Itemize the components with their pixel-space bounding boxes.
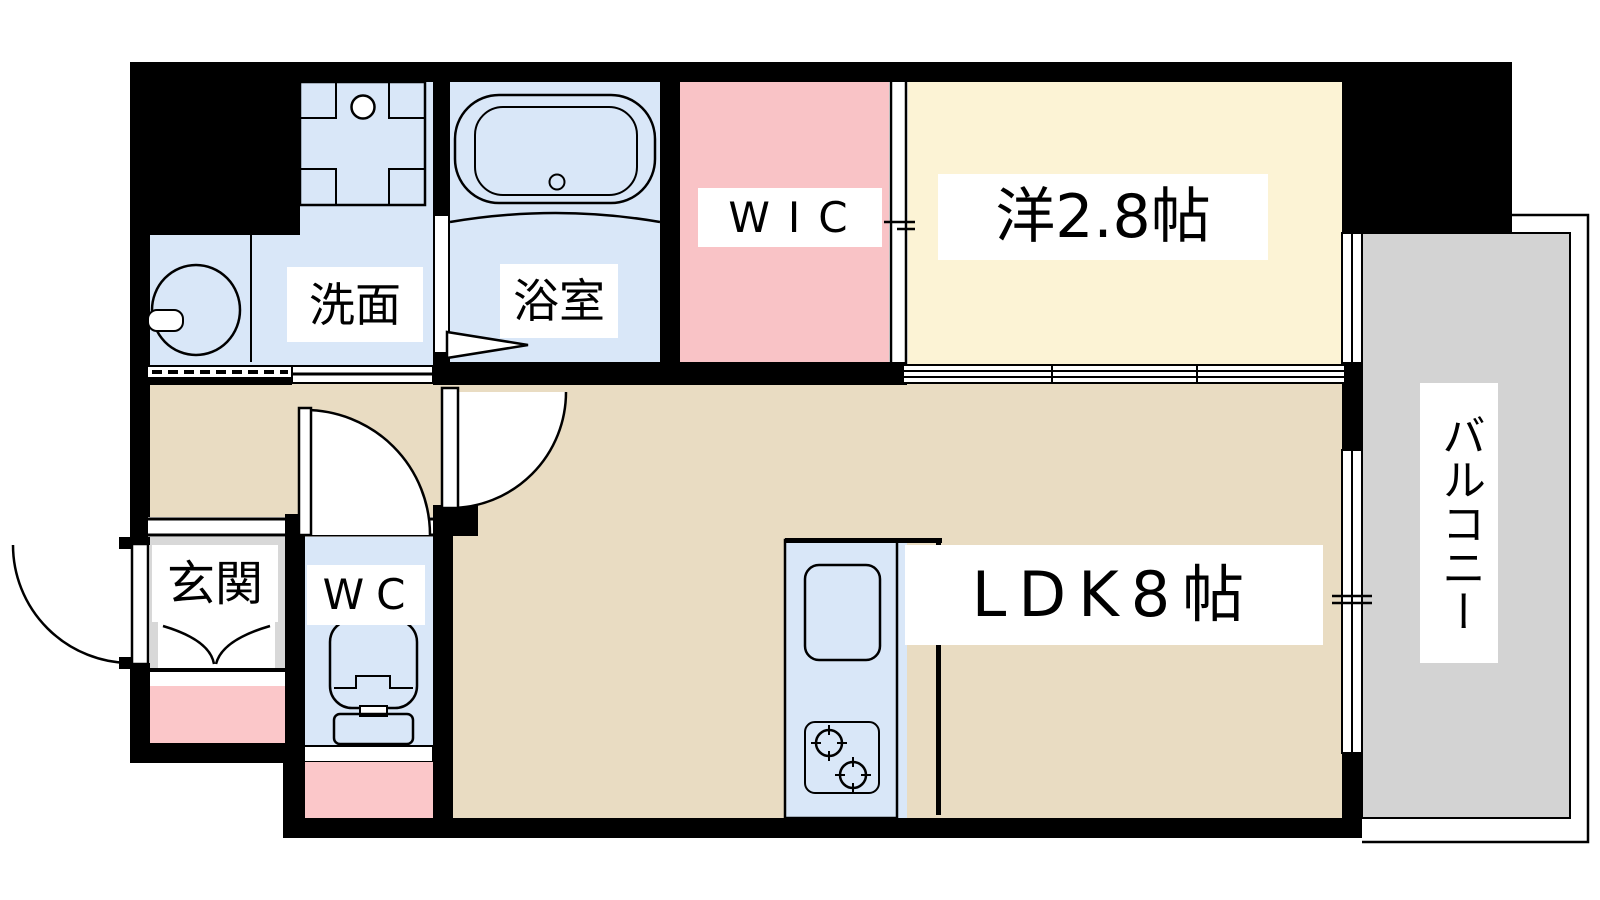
genkan-doorway [148,517,285,537]
bathroom-door-icon [445,330,529,360]
bathtub-apron-curve [449,211,661,224]
wall-bottom [283,818,1362,838]
fixtures [147,80,942,820]
bathtub-outer [453,93,657,205]
wall-hall-north [433,362,907,385]
openings [11,82,1372,754]
genkan-sill [150,672,285,686]
bedroom-sliding-door [902,364,1346,384]
ldk-door-swing-arc [449,391,568,510]
entrance-jamb-top [119,537,133,549]
room-label-bathroom: 浴室 [500,264,618,338]
room-label-wc: WC [307,565,425,625]
wc-door-swing-area [305,410,430,535]
toilet-tank [332,712,415,746]
genkan-mat-left [162,624,216,665]
genkan-step-edge [150,668,285,672]
room-label-balcony: バルコニー [1420,383,1498,663]
entrance-door-leaf [130,542,150,666]
room-label-wic: WIC [698,188,882,247]
room-label-washroom: 洗面 [287,267,423,342]
kitchen-wall-top [785,538,942,543]
entrance-door-swing-arc [11,544,132,665]
kitchen-zone [785,540,907,818]
wall-ldk-door-jamb [433,505,478,536]
balcony-rail [1362,213,1590,844]
genkan-step-side-left [150,622,158,668]
ldk-door-leaf [440,386,460,510]
stove-burner-2-ticks [835,757,871,793]
genkan-step-side-right [275,622,285,668]
kitchen-sink [803,563,882,662]
room-label-bedroom: 洋2.8帖 [938,174,1268,260]
room-label-ldk: LDK8帖 [905,545,1323,645]
washer-pan-corner-br [388,168,426,206]
wc-window [301,745,434,763]
wall-wc-left [285,514,305,838]
entry-porch [150,686,285,743]
wall-wc-right [433,535,453,818]
wc-door-swing-arc [304,408,432,536]
toilet-bowl-step [334,675,413,689]
bathroom-door-opening [435,216,448,352]
washroom-sill [148,377,292,385]
wall-top-left-mass [130,62,300,235]
wc-door-leaf [297,406,313,537]
room-label-genkan: 玄関 [152,545,278,622]
wic-partition-gap [889,82,908,365]
wall-right-mid [1342,363,1362,450]
washer-pan-corner-tl [299,81,337,119]
washbasin-bowl [150,263,242,357]
washer-pan-corner-bl [299,168,337,206]
washer-pan-corner-tr [388,81,426,119]
wc-porch [303,762,433,818]
stove-burner-1-ticks [811,725,847,761]
kitchen-wall-stub [936,543,941,815]
wall-right-lower [1342,753,1362,838]
stove [804,721,880,794]
wall-top-right-mass [1342,62,1512,233]
genkan-mat-right [214,624,271,665]
washbasin-faucet [147,309,184,332]
toilet-hinge [359,705,388,717]
wall-top [130,62,1512,82]
wall-genkan-bottom [130,743,303,763]
wall-left-lower [130,663,150,763]
bathtub-drain [548,173,566,191]
ldk-door-swing-area [450,392,566,508]
wall-bath-wic [660,62,680,365]
washer-pan [298,80,427,207]
washer-drain [350,94,376,120]
bathtub-inner [474,106,638,196]
